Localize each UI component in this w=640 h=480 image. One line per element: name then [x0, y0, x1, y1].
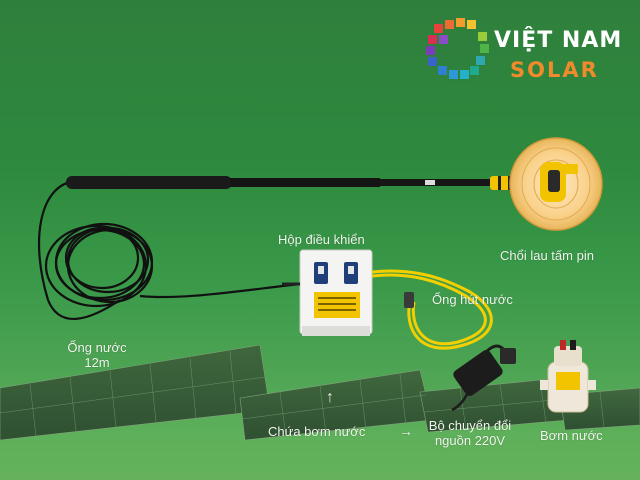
brand-name-line2: SOLAR [510, 58, 599, 82]
water-tank-label: Chứa bơm nước [268, 424, 366, 439]
adapter-label: Bộ chuyển đổi nguồn 220V [420, 418, 520, 448]
adapter-label-line2: nguồn 220V [434, 433, 506, 448]
pump-label: Bơm nước [540, 428, 603, 443]
power-adapter [451, 344, 516, 412]
rotating-brush [509, 137, 603, 231]
brand-name-line1: VIỆT NAM [494, 28, 623, 53]
water-hose-coil [38, 180, 301, 320]
telescopic-pole [66, 176, 522, 190]
suction-hose-label: Ống hút nước [432, 292, 513, 307]
suction-hose [371, 269, 493, 350]
water-hose-label: Ống nước 12m [58, 340, 136, 370]
control-box [299, 249, 373, 336]
right-arrow: → [399, 423, 413, 439]
solar-panel-field [0, 344, 640, 480]
control-box-label: Hộp điều khiển [278, 232, 365, 247]
up-arrow: ↑ [326, 389, 334, 406]
solar-globe-logo-icon [426, 18, 490, 82]
brush-label: Chổi lau tấm pin [500, 248, 594, 263]
water-hose-label-line2: 12m [84, 355, 110, 370]
adapter-label-line1: Bộ chuyển đổi [428, 418, 512, 433]
water-hose-label-line1: Ống nước [67, 340, 127, 355]
water-pump [540, 340, 596, 413]
